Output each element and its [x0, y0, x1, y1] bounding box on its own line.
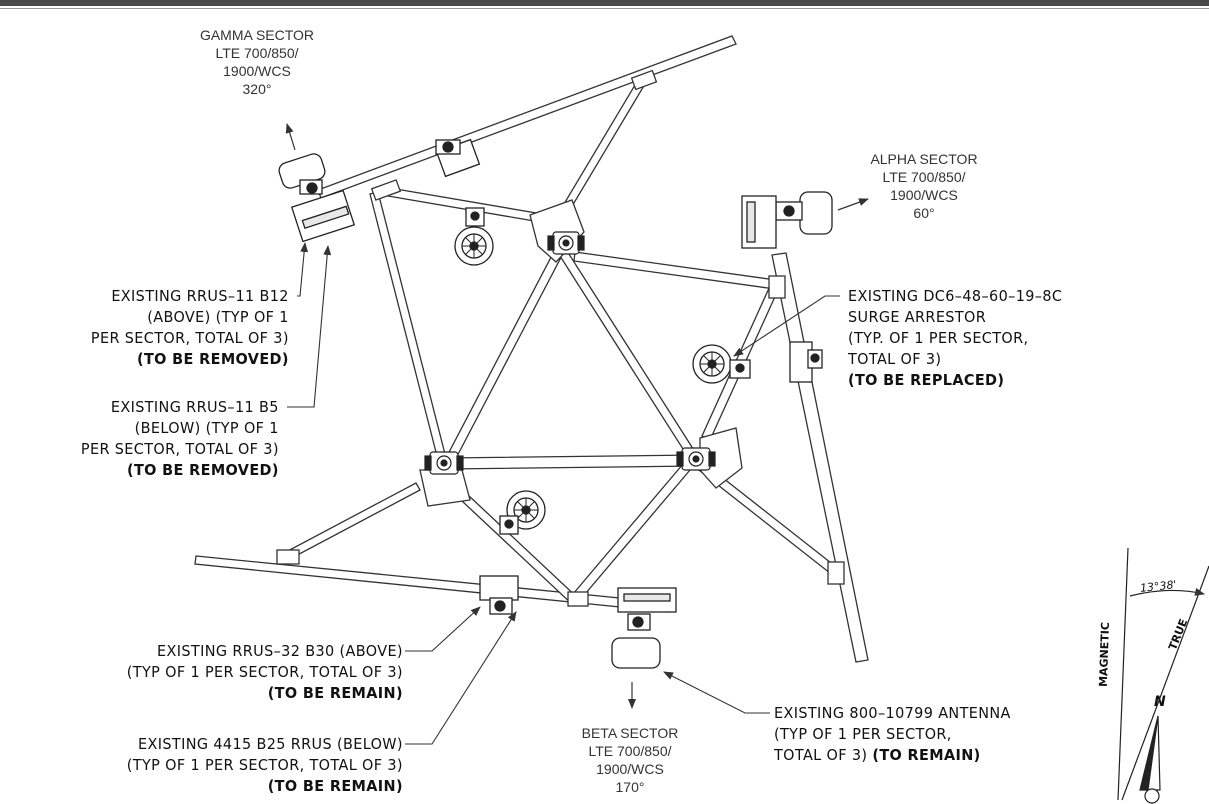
- leader-surge: [733, 295, 840, 357]
- gamma-sector-label: GAMMA SECTOR LTE 700/850/ 1900/WCS 320°: [198, 26, 316, 98]
- alpha-sector-bands-2: 1900/WCS: [890, 187, 958, 203]
- magnetic-north-line: [1117, 547, 1129, 801]
- leader-lines: [287, 242, 840, 745]
- alpha-sector-bands-1: LTE 700/850/: [882, 169, 966, 185]
- gamma-face-pipe: [317, 35, 737, 199]
- callout-rrus4415: EXISTING 4415 B25 RRUS (BELOW) (TYP OF 1…: [127, 734, 403, 797]
- beta-sector-azimuth: 170°: [615, 779, 645, 795]
- alpha-sector-azimuth: 60°: [913, 205, 935, 221]
- callout-antenna-line3: TOTAL OF 3): [774, 746, 868, 764]
- surge-arrestor-beta: [499, 490, 546, 535]
- true-north-line: [1121, 565, 1209, 801]
- callout-rrus32-b30-line1: EXISTING RRUS–32 B30 (ABOVE): [157, 642, 403, 660]
- callout-rrus11-b5: EXISTING RRUS–11 B5 (BELOW) (TYP OF 1 PE…: [81, 397, 279, 481]
- callout-rrus11-b12-line3: PER SECTOR, TOTAL OF 3): [91, 329, 289, 347]
- callout-rrus11-b12-line1: EXISTING RRUS–11 B12: [111, 287, 289, 305]
- callout-rrus11-b5-line3: PER SECTOR, TOTAL OF 3): [81, 440, 279, 458]
- callout-surge-line2: SURGE ARRESTOR: [848, 308, 987, 326]
- callout-rrus11-b12: EXISTING RRUS–11 B12 (ABOVE) (TYP OF 1 P…: [91, 286, 289, 370]
- callout-rrus11-b5-status: (TO BE REMOVED): [127, 461, 279, 479]
- hub-left: [424, 451, 464, 475]
- callout-antenna-line3-row: TOTAL OF 3) (TO REMAIN): [774, 745, 1011, 766]
- north-letter: N: [1154, 694, 1166, 710]
- callout-surge-line3: (TYP. OF 1 PER SECTOR,: [848, 329, 1029, 347]
- callout-rrus11-b5-line2: (BELOW) (TYP OF 1: [134, 419, 279, 437]
- alpha-direction-arrow: [837, 198, 869, 211]
- leader-antenna: [663, 671, 770, 714]
- callout-rrus11-b12-line2: (ABOVE) (TYP OF 1: [147, 308, 289, 326]
- callout-rrus32-b30-line2: (TYP OF 1 PER SECTOR, TOTAL OF 3): [126, 663, 403, 681]
- callout-surge-line4: TOTAL OF 3): [848, 350, 942, 368]
- gamma-sector-name: GAMMA SECTOR: [199, 27, 315, 43]
- callout-antenna-line1: EXISTING 800–10799 ANTENNA: [774, 704, 1011, 722]
- callout-rrus32-b30: EXISTING RRUS–32 B30 (ABOVE) (TYP OF 1 P…: [127, 641, 403, 704]
- beta-sector-bands-2: 1900/WCS: [596, 761, 664, 777]
- callout-rrus32-b30-status: (TO BE REMAIN): [267, 684, 403, 702]
- callout-surge-arrestor: EXISTING DC6–48–60–19–8C SURGE ARRESTOR …: [848, 286, 1062, 391]
- gamma-sector-bands-2: 1900/WCS: [223, 63, 291, 79]
- beta-sector-name: BETA SECTOR: [581, 725, 679, 741]
- leader-rrus32-b30: [405, 606, 481, 652]
- surge-arrestors: [454, 207, 751, 535]
- surge-arrestor-gamma: [454, 207, 494, 266]
- gamma-direction-arrow: [285, 123, 296, 151]
- leader-rrus11-b12: [297, 242, 309, 297]
- beta-equipment: [479, 575, 677, 669]
- north-arrow: [1117, 547, 1209, 804]
- pipe-mounts: [424, 231, 716, 475]
- mount-frame: [194, 35, 869, 663]
- title-block-border: [0, 0, 1209, 6]
- callout-rrus11-b12-status: (TO BE REMOVED): [137, 350, 289, 368]
- alpha-sector-name: ALPHA SECTOR: [870, 151, 978, 167]
- sector-direction-arrows: [285, 123, 869, 709]
- gamma-equipment: [278, 138, 481, 243]
- leader-rrus11-b5: [287, 245, 332, 408]
- hub-top: [547, 231, 585, 255]
- alpha-antenna: [799, 191, 833, 235]
- surge-arrestor-alpha: [692, 344, 751, 384]
- beta-antenna: [611, 637, 661, 669]
- callout-antenna-status: (TO REMAIN): [872, 746, 981, 764]
- alpha-equipment: [741, 191, 833, 383]
- leader-rrus4415: [405, 611, 517, 745]
- beta-sector-label: BETA SECTOR LTE 700/850/ 1900/WCS 170°: [574, 724, 686, 796]
- callout-rrus4415-line2: (TYP OF 1 PER SECTOR, TOTAL OF 3): [126, 756, 403, 774]
- callout-antenna-line2: (TYP OF 1 PER SECTOR,: [774, 725, 952, 743]
- callout-surge-line1: EXISTING DC6–48–60–19–8C: [848, 287, 1063, 305]
- callout-rrus4415-status: (TO BE REMAIN): [267, 777, 403, 795]
- beta-rrus-above: [479, 575, 519, 601]
- gamma-sector-bands-1: LTE 700/850/: [215, 45, 299, 61]
- hub-right: [676, 447, 716, 471]
- callout-rrus11-b5-line1: EXISTING RRUS–11 B5: [111, 398, 279, 416]
- callout-surge-status: (TO BE REPLACED): [848, 371, 1005, 389]
- title-block-rule: [0, 8, 1209, 9]
- callout-antenna: EXISTING 800–10799 ANTENNA (TYP OF 1 PER…: [774, 703, 1011, 766]
- gamma-sector-azimuth: 320°: [242, 81, 272, 97]
- callout-rrus4415-line1: EXISTING 4415 B25 RRUS (BELOW): [138, 735, 403, 753]
- beta-sector-bands-1: LTE 700/850/: [588, 743, 672, 759]
- alpha-sector-label: ALPHA SECTOR LTE 700/850/ 1900/WCS 60°: [868, 150, 980, 222]
- magnetic-label: MAGNETIC: [1096, 621, 1113, 688]
